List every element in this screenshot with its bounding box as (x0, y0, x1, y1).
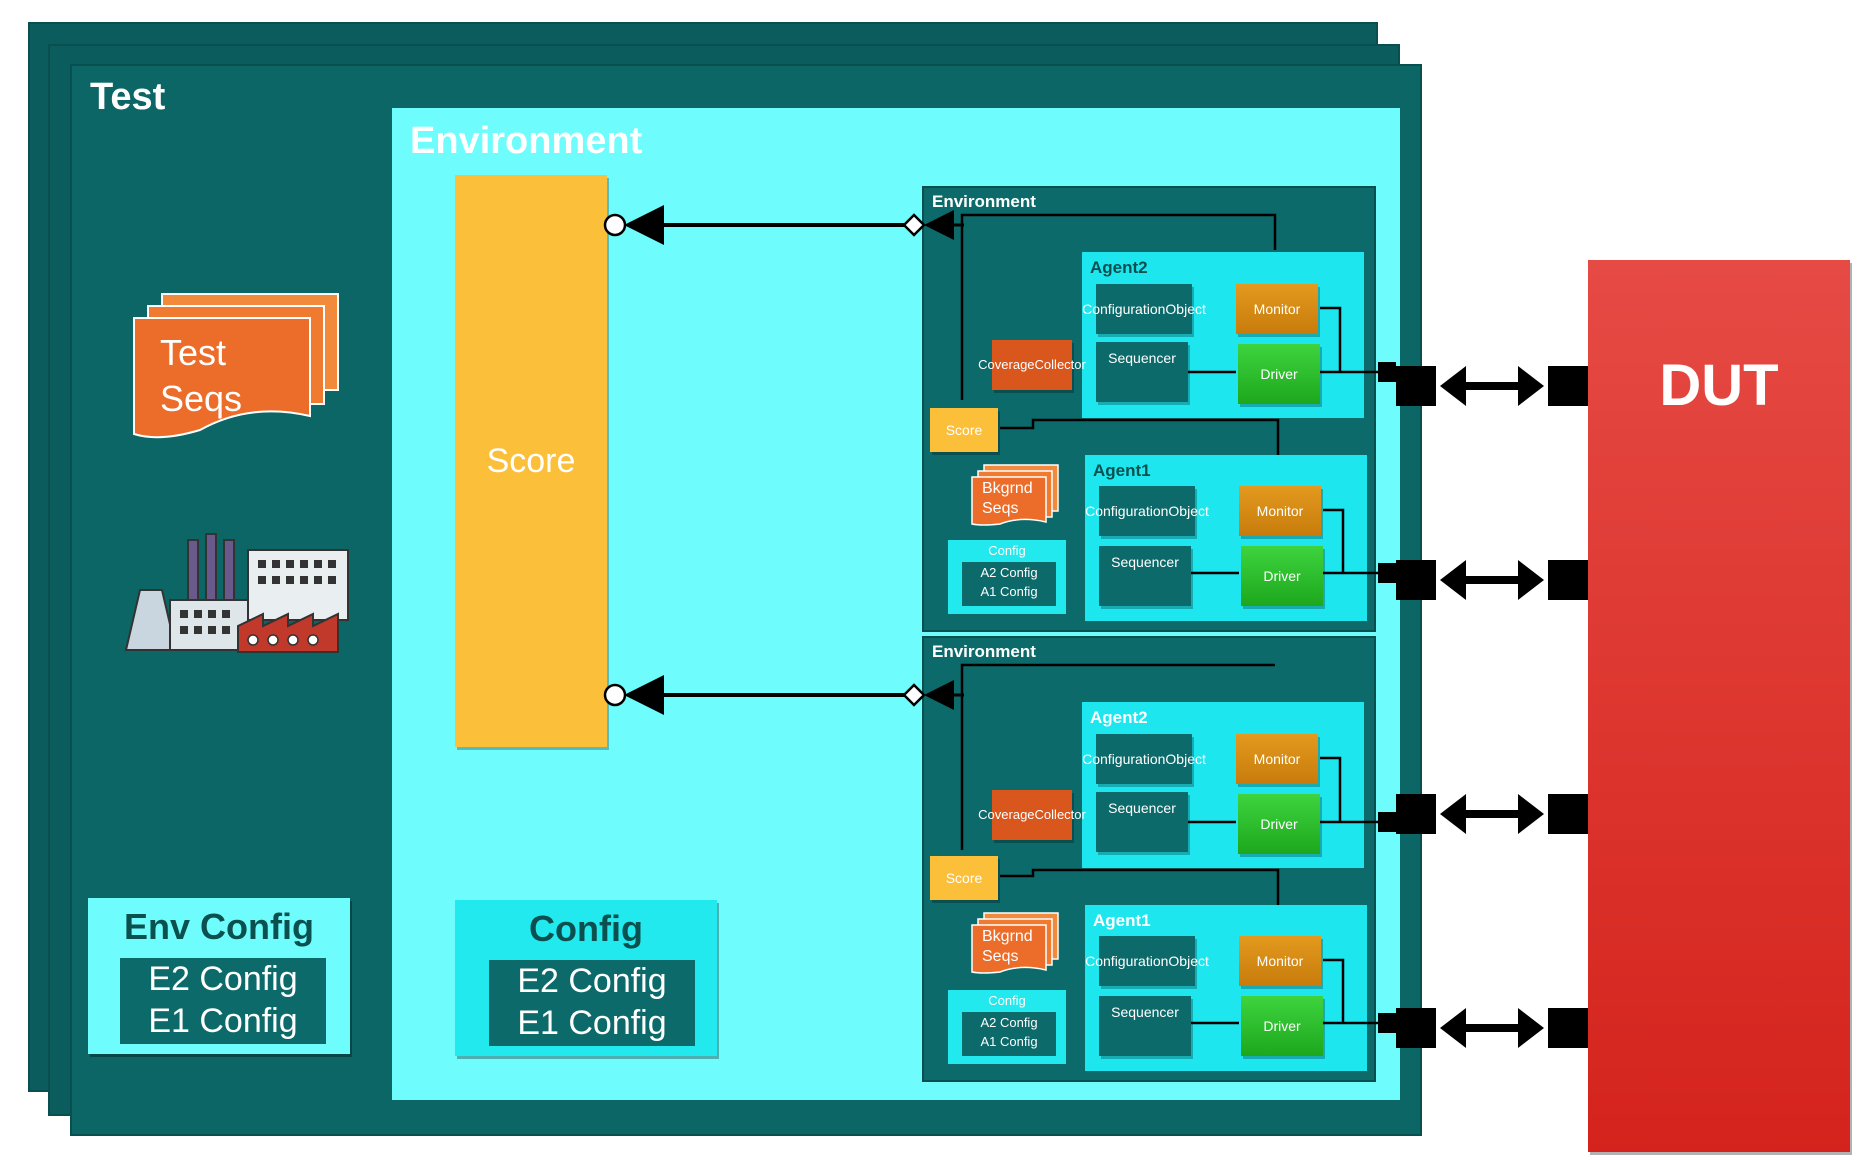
config-title: Config (529, 908, 643, 949)
test-title: Test (90, 76, 166, 118)
sequencer: Sequencer (1099, 996, 1191, 1056)
score-block: Score (455, 175, 607, 747)
driver: Driver (1241, 996, 1323, 1056)
agent-config-title: Config (988, 993, 1026, 1008)
sequencer: Sequencer (1096, 342, 1188, 402)
configuration-object-line: Object (1165, 750, 1206, 767)
config-list: E2 Config E1 Config (489, 960, 695, 1046)
dut-port-connection (1378, 1008, 1588, 1048)
agent-config-title: Config (988, 543, 1026, 558)
test-seqs-icon: Test Seqs (130, 292, 345, 442)
env-config-box: Env Config E2 Config E1 Config (88, 898, 350, 1054)
env-config-item: E1 Config (148, 1002, 298, 1040)
bkgrnd-seqs-icon: Bkgrnd Seqs (970, 912, 1060, 974)
config-item: E2 Config (517, 962, 667, 1000)
agent-config-box: Config A2 Config A1 Config (948, 990, 1066, 1064)
environment-title: Environment (410, 120, 643, 162)
configuration-object-line: Object (1168, 502, 1209, 519)
agent-config-box: Config A2 Config A1 Config (948, 540, 1066, 614)
monitor: Monitor (1236, 734, 1318, 784)
env-config-item: E2 Config (148, 960, 298, 998)
agent-config-item: A1 Config (980, 584, 1038, 599)
sequencer: Sequencer (1096, 792, 1188, 852)
config-box: Config E2 Config E1 Config (455, 900, 717, 1056)
configuration-object-line: Object (1165, 300, 1206, 317)
driver: Driver (1238, 344, 1320, 404)
configuration-object-line: Configuration (1082, 750, 1166, 767)
sub-environment-title: Environment (932, 642, 1036, 661)
dut-block (1588, 260, 1850, 1152)
configuration-object-line: Object (1168, 952, 1209, 969)
monitor: Monitor (1236, 284, 1318, 334)
analysis-connection (603, 205, 964, 245)
monitor-wiring (960, 213, 1380, 1025)
dut-port-connection (1378, 362, 1588, 406)
coverage-collector-line: Collector (1034, 356, 1086, 372)
agent-config-list: A2 Config A1 Config (962, 1012, 1056, 1056)
test-seqs-line-2: Seqs (160, 378, 243, 419)
bkgrnd-seqs-line: Bkgrnd (982, 480, 1033, 497)
agent-title: Agent1 (1093, 911, 1151, 930)
sub-environment-title: Environment (932, 192, 1036, 211)
driver: Driver (1238, 794, 1320, 854)
agent-config-list: A2 Config A1 Config (962, 562, 1056, 606)
dut-label: DUT (1659, 353, 1779, 418)
agent-config-item: A2 Config (980, 565, 1038, 580)
coverage-collector-line: Coverage (978, 356, 1035, 372)
sequencer: Sequencer (1099, 546, 1191, 606)
dut-port-connection (1378, 560, 1588, 600)
analysis-connection (603, 675, 964, 715)
bkgrnd-seqs-icon: Bkgrnd Seqs (970, 464, 1060, 526)
config-item: E1 Config (517, 1004, 667, 1042)
bkgrnd-seqs-line: Seqs (982, 948, 1019, 965)
bkgrnd-seqs-line: Seqs (982, 500, 1019, 517)
configuration-object-line: Configuration (1085, 952, 1169, 969)
monitor: Monitor (1239, 936, 1321, 986)
driver: Driver (1241, 546, 1323, 606)
agent-title: Agent2 (1090, 258, 1148, 277)
bkgrnd-seqs-line: Bkgrnd (982, 928, 1033, 945)
sub-score: Score (930, 408, 998, 452)
agent-config-item: A2 Config (980, 1015, 1038, 1030)
agent-title: Agent2 (1090, 708, 1148, 727)
sub-score: Score (930, 856, 998, 900)
agent-title: Agent1 (1093, 461, 1151, 480)
test-seqs-line-1: Test (160, 332, 227, 373)
env-config-title: Env Config (124, 906, 314, 947)
dut-port-connection (1378, 794, 1588, 834)
coverage-collector-line: Coverage (978, 806, 1035, 822)
env-config-list: E2 Config E1 Config (120, 958, 326, 1044)
configuration-object-line: Configuration (1082, 300, 1166, 317)
agent-config-item: A1 Config (980, 1034, 1038, 1049)
factory-icon (118, 530, 363, 660)
monitor: Monitor (1239, 486, 1321, 536)
coverage-collector-line: Collector (1034, 806, 1086, 822)
configuration-object-line: Configuration (1085, 502, 1169, 519)
